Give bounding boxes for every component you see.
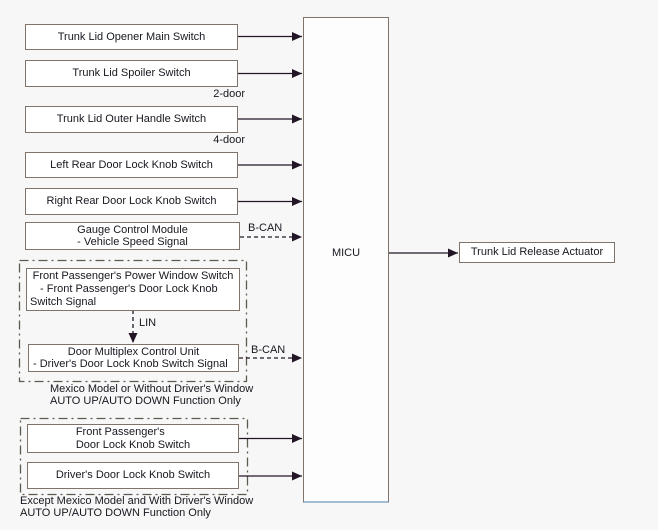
node-signal: - Vehicle Speed Signal: [77, 236, 188, 248]
node-label: Gauge Control Module: [77, 224, 188, 236]
node-left-rear-door-lock-knob-switch: Left Rear Door Lock Knob Switch: [25, 152, 238, 178]
node-signal: - Driver's Door Lock Knob Switch Signal: [33, 358, 228, 370]
node-label: MICU: [331, 247, 361, 259]
node-driver-door-lock-knob-switch: Driver's Door Lock Knob Switch: [27, 462, 239, 489]
caption-line: AUTO UP/AUTO DOWN Function Only: [50, 394, 241, 407]
except-mexico-group-caption: Except Mexico Model and With Driver's Wi…: [20, 495, 254, 519]
bus-label-bcan-gauge: B-CAN: [248, 222, 283, 234]
node-label: Driver's Door Lock Knob Switch: [55, 469, 211, 482]
caption-line: AUTO UP/AUTO DOWN Function Only: [20, 506, 211, 519]
caption-line: Except Mexico Model and With Driver's Wi…: [20, 495, 254, 507]
node-trunk-lid-spoiler-switch: Trunk Lid Spoiler Switch: [25, 60, 238, 87]
node-label: Front Passenger's Door Lock Knob Switch: [76, 426, 190, 452]
node-trunk-lid-opener-main-switch: Trunk Lid Opener Main Switch: [25, 24, 238, 50]
node-front-passenger-door-lock-knob-switch: Front Passenger's Door Lock Knob Switch: [27, 424, 239, 453]
mexico-group-outline: [18, 259, 248, 383]
node-label-line1: Front Passenger's: [75, 425, 165, 438]
bus-label-lin: LIN: [139, 317, 157, 329]
bus-label-bcan-door-multiplex: B-CAN: [251, 344, 286, 356]
node-label: Left Rear Door Lock Knob Switch: [50, 158, 213, 171]
node-micu: MICU: [303, 17, 389, 503]
node-front-passenger-power-window-switch: Front Passenger's Power Window Switch - …: [26, 268, 240, 311]
node-label-line2: Door Lock Knob Switch: [75, 438, 191, 451]
node-label: Trunk Lid Spoiler Switch: [72, 67, 191, 80]
node-label: Right Rear Door Lock Knob Switch: [46, 195, 217, 208]
node-door-multiplex-control-unit: Door Multiplex Control Unit - Driver's D…: [28, 344, 239, 372]
node-right-rear-door-lock-knob-switch: Right Rear Door Lock Knob Switch: [25, 188, 238, 215]
caption-line: Mexico Model or Without Driver's Window: [50, 383, 254, 395]
node-signal: - Front Passenger's Door Lock Knob Switc…: [30, 283, 218, 308]
node-trunk-lid-release-actuator: Trunk Lid Release Actuator: [459, 242, 615, 263]
node-label: Trunk Lid Outer Handle Switch: [56, 113, 207, 126]
node-trunk-lid-outer-handle-switch: Trunk Lid Outer Handle Switch: [25, 106, 238, 133]
variant-note-2-door: 2-door: [213, 88, 245, 100]
node-gauge-control-module: Gauge Control Module - Vehicle Speed Sig…: [25, 222, 240, 250]
variant-note-4-door: 4-door: [213, 134, 245, 146]
node-label: Front Passenger's Power Window Switch: [32, 270, 234, 282]
node-label: Trunk Lid Release Actuator: [470, 246, 604, 259]
node-label: Trunk Lid Opener Main Switch: [57, 30, 206, 43]
node-label: Door Multiplex Control Unit: [67, 345, 200, 358]
mexico-group-caption: Mexico Model or Without Driver's Window …: [50, 383, 254, 407]
